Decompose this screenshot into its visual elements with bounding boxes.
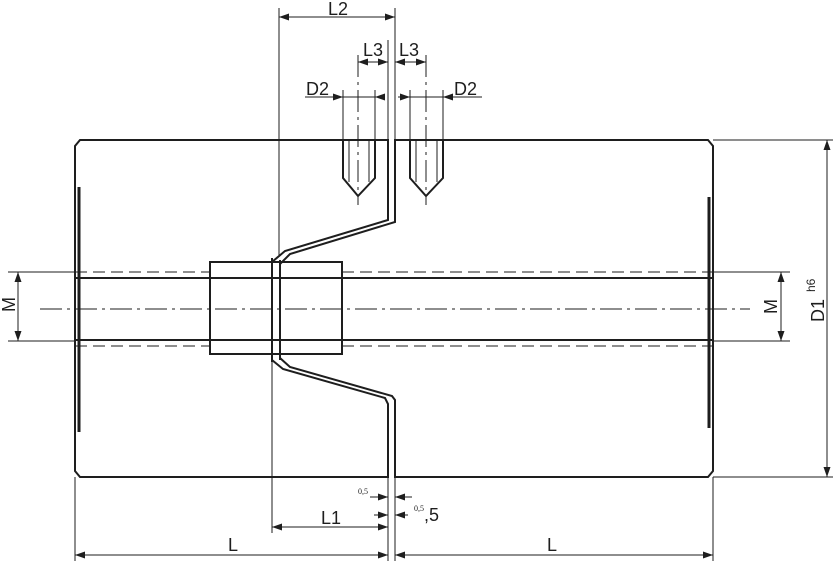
label-m-right: M: [761, 299, 781, 314]
set-screw-hole-left: [342, 141, 376, 198]
label-l1: L1: [321, 508, 341, 528]
label-d2-left: D2: [306, 79, 329, 99]
label-l2: L2: [328, 0, 348, 19]
label-l3-left: L3: [363, 40, 383, 60]
label-l-left: L: [228, 535, 238, 555]
label-gap-lower: 0,5: [414, 504, 424, 513]
left-hub-section: [74, 139, 389, 478]
label-gap-upper: 0,5: [358, 487, 368, 496]
label-d2-right: D2: [454, 79, 477, 99]
label-d1: D1: [808, 299, 828, 322]
label-gap-lower-value: ,5: [424, 505, 439, 525]
label-l-right: L: [547, 535, 557, 555]
spider-insert: [209, 261, 343, 355]
right-hub-section: [279, 139, 714, 478]
label-d1-tolerance: h6: [804, 278, 818, 292]
label-l3-right: L3: [399, 40, 419, 60]
label-m-left: M: [0, 297, 19, 312]
